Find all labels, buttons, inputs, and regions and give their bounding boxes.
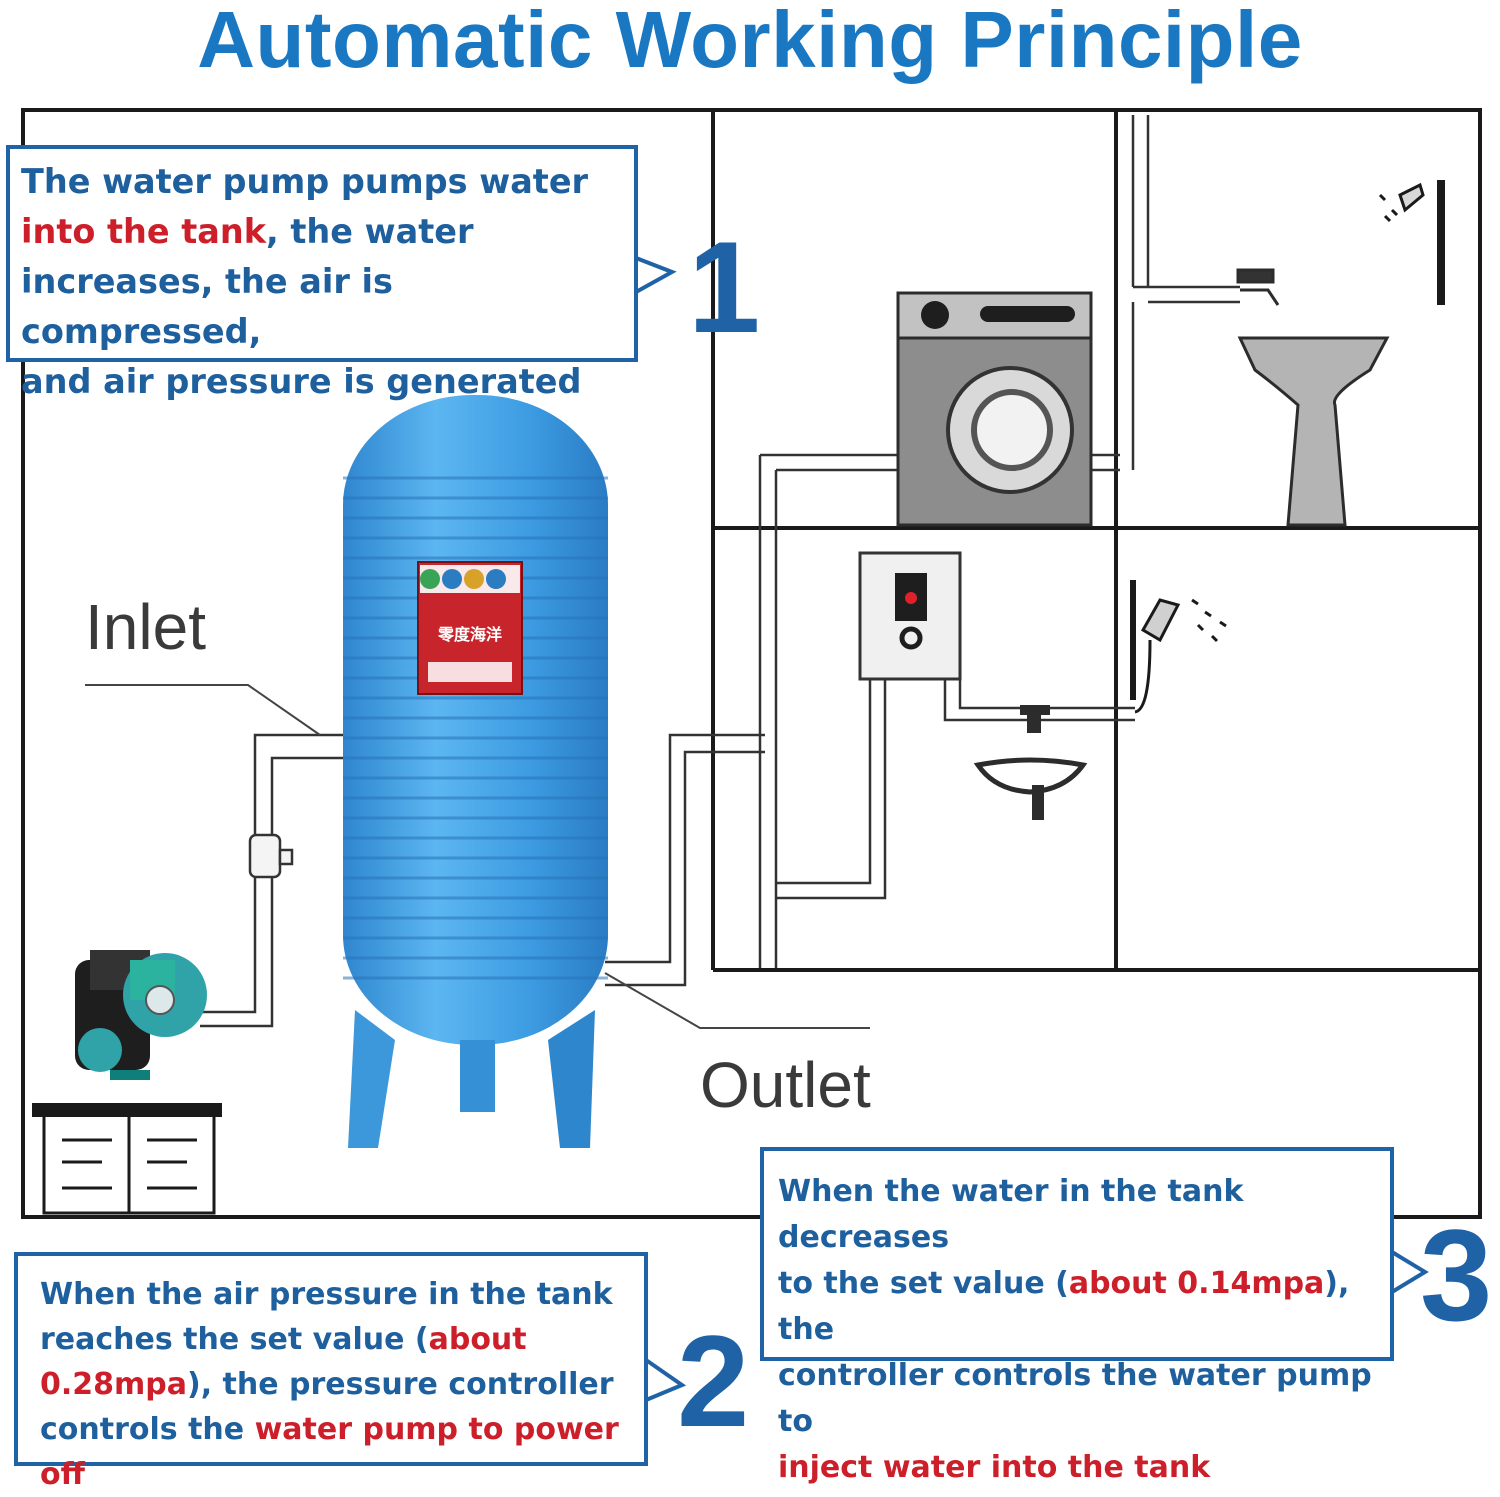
pressure-tank: 零度海洋 — [343, 395, 608, 1148]
callout-text: reaches the set value ( — [40, 1322, 429, 1357]
house-frame — [21, 108, 1482, 1219]
callout-line: When the air pressure in the tank — [40, 1272, 644, 1317]
callout-text: increases, the air is compressed, — [21, 262, 393, 351]
water-pump-icon — [75, 950, 207, 1080]
leader-lines — [85, 684, 870, 1029]
callout-text: to the set value ( — [778, 1266, 1069, 1301]
inlet-label: Inlet — [85, 591, 206, 663]
callout-line: and air pressure is generated — [21, 357, 634, 407]
tank-label-text: 零度海洋 — [437, 625, 502, 644]
callout-text: The water pump pumps water — [21, 162, 589, 201]
callout-line: into the tank, the water — [21, 207, 634, 257]
check-valve-icon — [248, 833, 294, 879]
outlet-label: Outlet — [700, 1049, 871, 1121]
callout-line: The water pump pumps water — [21, 157, 634, 207]
water-pipes — [200, 115, 1240, 1028]
callout-line: inject water into the tank — [778, 1445, 1390, 1491]
pump-stand — [32, 1103, 222, 1215]
highlighted-text: 0.28mpa — [40, 1367, 187, 1402]
highlighted-text: about 0.14mpa — [1068, 1266, 1325, 1301]
shower-head-icon — [1378, 180, 1445, 305]
callout-text: ), the — [778, 1266, 1350, 1347]
callout-line: reaches the set value (about — [40, 1317, 644, 1362]
step-3-number: 3 — [1420, 1202, 1493, 1348]
small-sink-icon — [973, 705, 1088, 820]
water-heater-icon — [858, 551, 962, 681]
callout-text: controller controls the water pump to — [778, 1358, 1372, 1439]
callout-text: ), the pressure controller — [187, 1367, 614, 1402]
callout-line: controller controls the water pump to — [778, 1353, 1390, 1445]
washing-machine-icon — [896, 291, 1093, 527]
step-1-number: 1 — [688, 214, 761, 360]
callout-line: increases, the air is compressed, — [21, 257, 634, 357]
callout-text: When the air pressure in the tank — [40, 1277, 613, 1312]
hand-shower-icon — [1130, 580, 1227, 714]
callout-pointers — [635, 256, 1429, 1402]
callout-line: to the set value (about 0.14mpa), the — [778, 1261, 1390, 1353]
highlighted-text: inject water into the tank — [778, 1450, 1211, 1485]
step-2-callout: When the air pressure in the tank reaches… — [14, 1252, 648, 1492]
callout-line: 0.28mpa), the pressure controller — [40, 1362, 644, 1407]
highlighted-text: into the tank — [21, 212, 267, 251]
bathroom-sink-icon — [1236, 268, 1390, 527]
callout-line: When the water in the tank decreases — [778, 1169, 1390, 1261]
callout-text: controls the — [40, 1412, 255, 1447]
step-2-number: 2 — [677, 1308, 750, 1454]
callout-text: When the water in the tank decreases — [778, 1174, 1244, 1255]
highlighted-text: about — [428, 1322, 527, 1357]
step-1-callout: The water pump pumps water into the tank,… — [6, 145, 638, 401]
callout-line: controls the water pump to power off — [40, 1407, 644, 1497]
callout-text: and air pressure is generated — [21, 362, 582, 401]
callout-text: , the water — [266, 212, 474, 251]
page-title: Automatic Working Principle — [197, 0, 1303, 84]
